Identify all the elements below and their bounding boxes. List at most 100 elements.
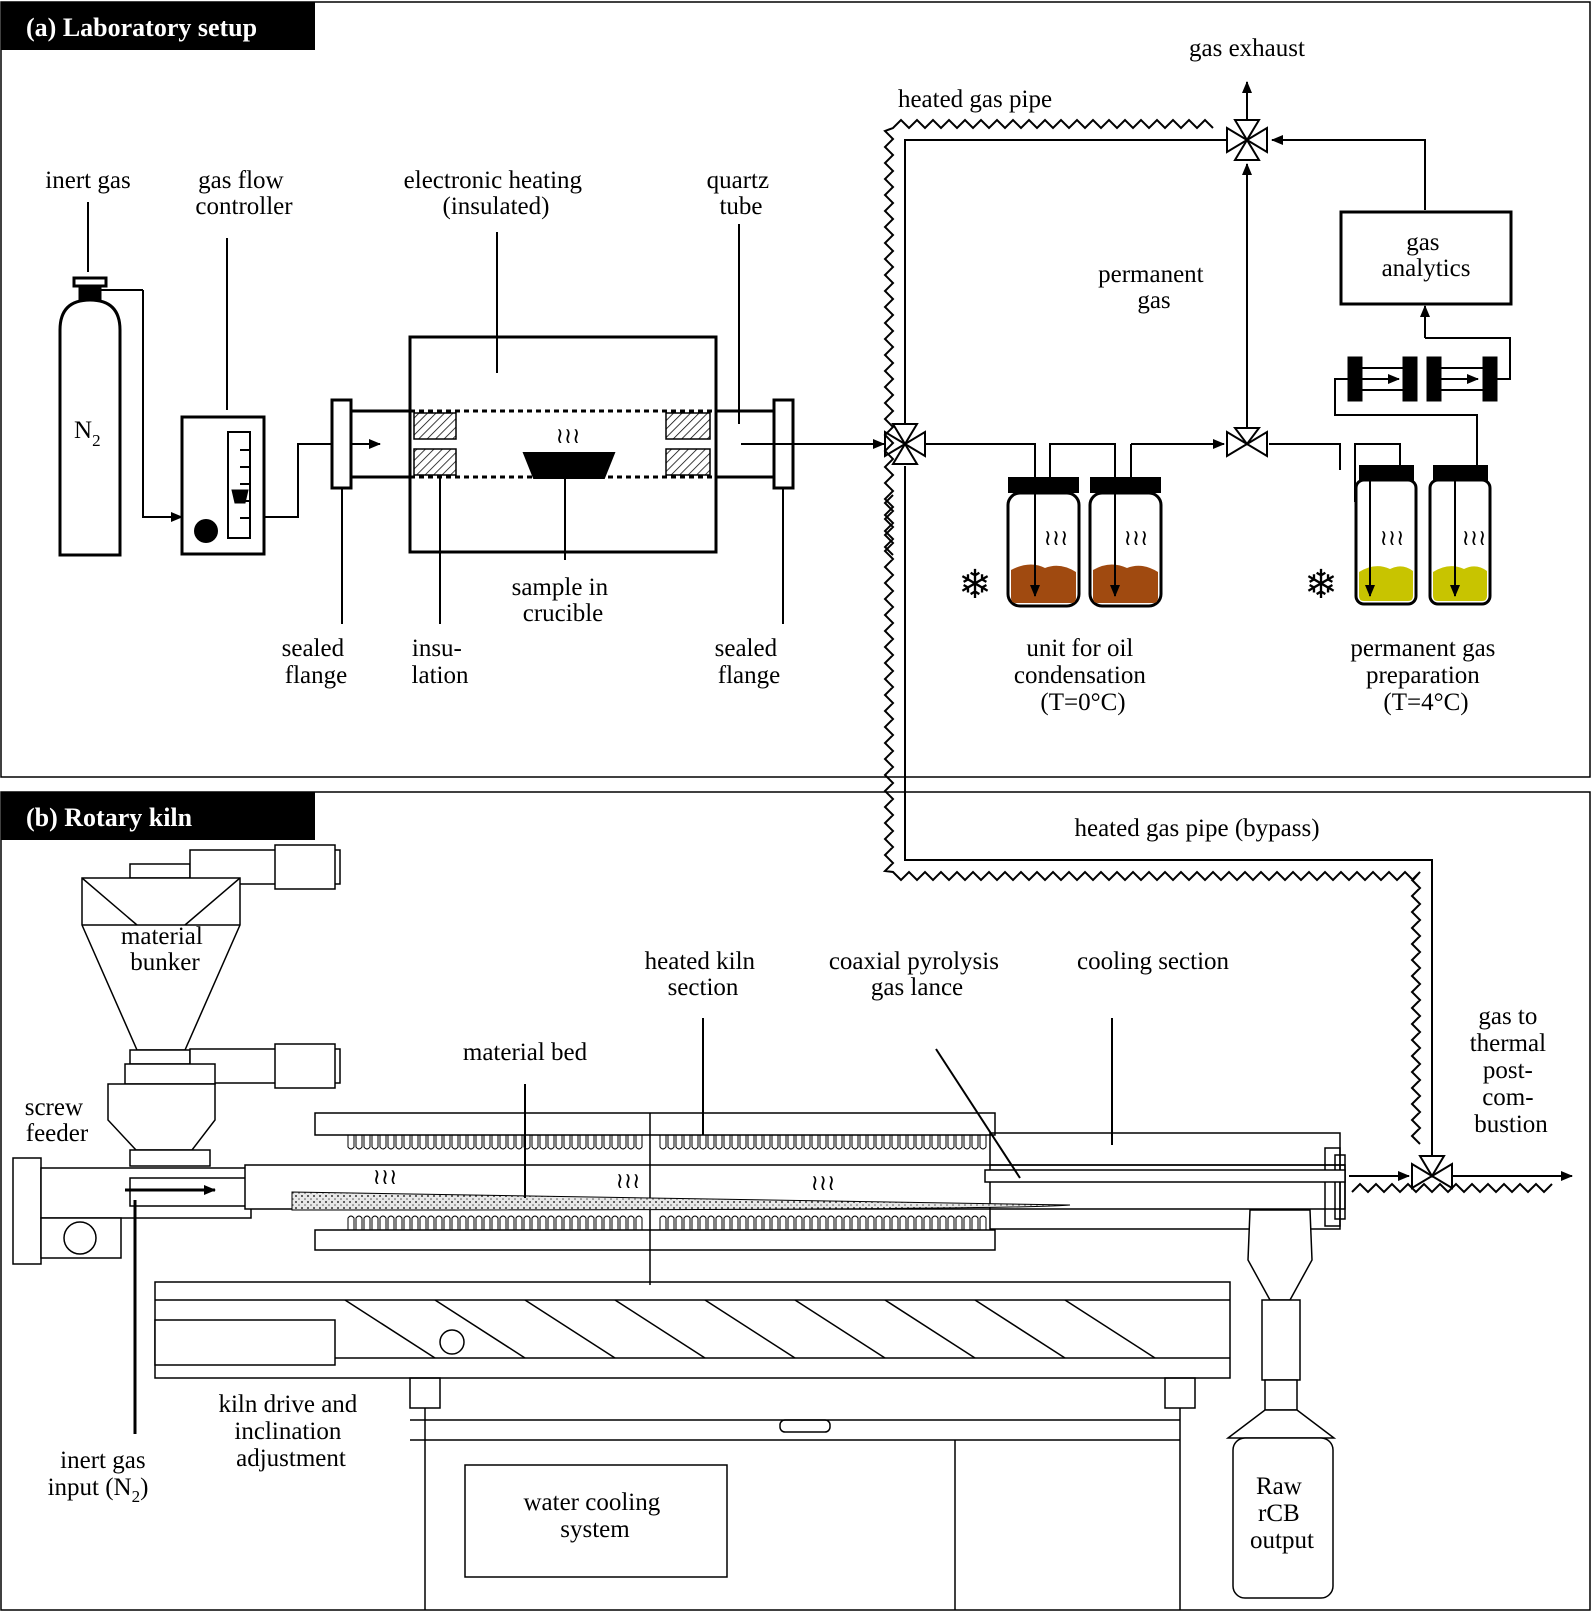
kiln-support-frame [154,1281,1231,1610]
heater-coil [963,1135,971,1150]
heater-coil [971,1135,979,1150]
heater-coil [915,1135,923,1150]
heater-coil [555,1135,563,1150]
heater-coil [475,1215,483,1230]
valve-icon [1226,119,1268,161]
n2-label: N2 [74,417,101,450]
heater-coil [547,1135,555,1150]
sample-in-crucible-label: sample in crucible [512,574,615,627]
heater-coil [883,1215,891,1230]
heater-coil [667,1215,675,1230]
heater-coil [595,1215,603,1230]
heater-coil [739,1215,747,1230]
valve-icon [1226,427,1268,458]
heater-coil [755,1135,763,1150]
heater-coil [899,1135,907,1150]
heater-coil [515,1135,523,1150]
heater-coil [699,1135,707,1150]
gas-to-postcombustion-label: gas to thermal post- com- bustion [1470,1003,1553,1138]
heater-coil [835,1135,843,1150]
heater-coil [595,1135,603,1150]
heater-coil [387,1215,395,1230]
heater-coil [523,1215,531,1230]
heater-coil [347,1215,355,1230]
heater-coil [771,1215,779,1230]
heater-coil [779,1215,787,1230]
heated-gas-pipe-label: heated gas pipe [898,86,1052,113]
heater-coil [939,1135,947,1150]
n2-cylinder [58,276,143,557]
heater-coil [723,1215,731,1230]
heater-coil [955,1135,963,1150]
heater-coil [603,1135,611,1150]
heat-wave-icon: ≀≀≀ [811,1170,836,1195]
heater-coil [851,1135,859,1150]
heater-coil [451,1135,459,1150]
rcb-discharge [1225,1209,1337,1599]
panel-a-frame [0,1,1591,778]
heater-coil [411,1215,419,1230]
material-bunker-label: material bunker [121,923,209,976]
heater-coil [483,1135,491,1150]
gas-exhaust-label: gas exhaust [1189,35,1305,62]
heat-wave-icon: ≀≀≀ [1124,525,1149,550]
heater-coil [859,1215,867,1230]
valve-icon [1411,1155,1453,1190]
heater-coil [731,1215,739,1230]
heater-coil [555,1215,563,1230]
heater-coil [379,1135,387,1150]
gas-flow-controller [180,415,266,556]
heater-coil [947,1215,955,1230]
heat-wave-icon: ≀≀≀ [556,423,581,448]
heater-coil [675,1215,683,1230]
heater-coil [803,1135,811,1150]
heater-coil [763,1215,771,1230]
heater-coil [539,1215,547,1230]
heater-coil [411,1135,419,1150]
heater-coil [819,1135,827,1150]
heat-wave-icon: ≀≀≀ [616,1168,641,1193]
water-cooling-box [464,1464,728,1578]
inert-gas-input-label: inert gas input (N2) [48,1447,152,1506]
insulation-block [665,448,711,476]
heater-coil [443,1135,451,1150]
heated-kiln-section-label: heated kiln section [645,948,762,1001]
oil-condensation-bottle: ≀≀≀ [1088,477,1163,608]
heater-coil [435,1135,443,1150]
heater-coil [795,1215,803,1230]
heater-coil [659,1215,667,1230]
heater-coil [787,1135,795,1150]
heater-coil [603,1215,611,1230]
heater-coil [955,1215,963,1230]
coaxial-lance [984,1169,1346,1183]
filter-unit [1347,356,1498,402]
sealed-flange-left [330,398,353,490]
heater-coil [811,1215,819,1230]
heater-coil [787,1215,795,1230]
heater-coil [427,1135,435,1150]
material-bunker [81,844,341,1167]
insulation-block [665,412,711,440]
heater-coil [763,1135,771,1150]
heater-coil [939,1215,947,1230]
heater-coil [843,1135,851,1150]
heater-coil [419,1135,427,1150]
crucible [522,452,616,479]
heater-coil [459,1135,467,1150]
heater-coil [547,1215,555,1230]
heater-coil [579,1215,587,1230]
snowflake-icon: ❄ [1304,562,1338,607]
heater-coil [371,1215,379,1230]
heater-coil [499,1135,507,1150]
panel-b-frame [0,791,1591,1611]
heater-coil [395,1135,403,1150]
heater-coil [403,1135,411,1150]
heater-coil [635,1135,643,1150]
bypass-pipe [904,466,1433,1164]
material-bed [291,1191,1071,1211]
heater-coil [715,1135,723,1150]
heater-coil [531,1135,539,1150]
heater-coil [803,1215,811,1230]
heater-coil [891,1215,899,1230]
